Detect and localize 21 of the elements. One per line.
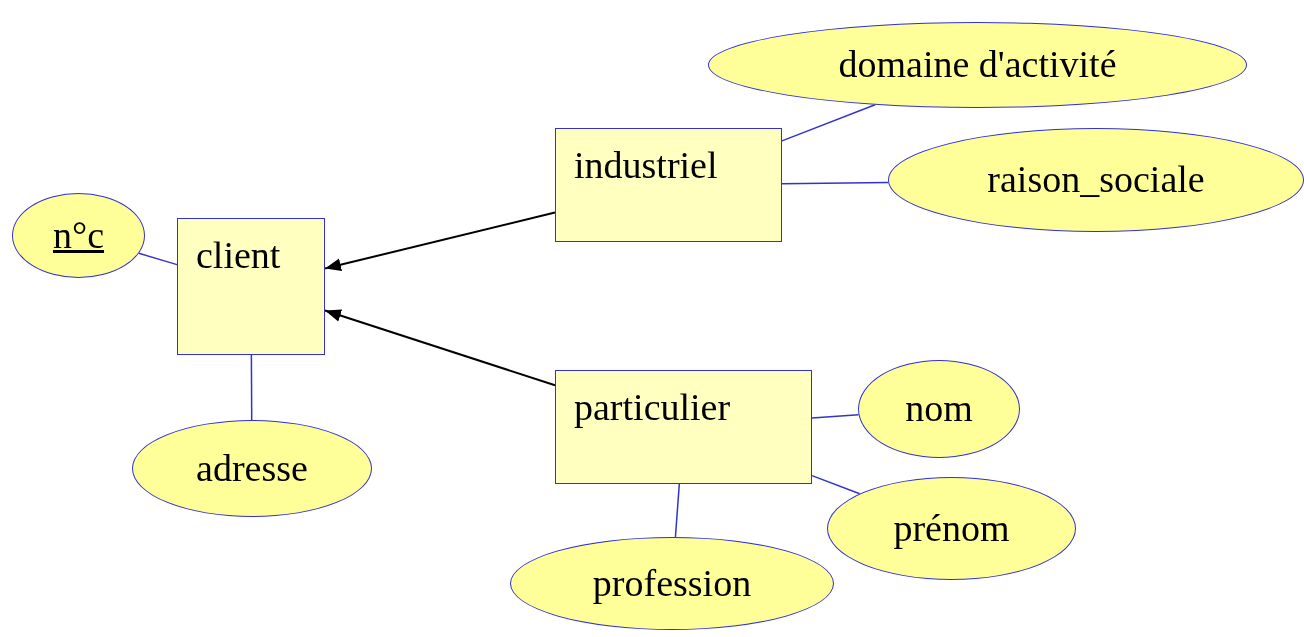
connector-line <box>811 413 860 419</box>
arrow <box>324 309 556 387</box>
entity-box <box>555 128 782 242</box>
connector-line <box>781 104 876 142</box>
attribute-name: nom <box>905 388 973 430</box>
attribute-name: domaine d'activité <box>838 44 1117 86</box>
attribute-name: raison_sociale <box>987 159 1205 201</box>
entity-name: particulier <box>574 387 731 429</box>
attribute-name: adresse <box>196 447 308 490</box>
connector-line <box>250 354 253 421</box>
connector-line <box>781 181 889 185</box>
arrow <box>324 211 556 271</box>
connector-line <box>811 474 861 495</box>
connector-line <box>674 483 681 538</box>
entity-name: client <box>196 235 281 277</box>
attribute-name: prénom <box>893 507 1010 550</box>
entity-box <box>555 370 812 484</box>
entity-name: industriel <box>574 145 718 187</box>
attribute-name: profession <box>592 562 752 605</box>
entity-box <box>177 218 325 355</box>
key-attribute-name: n°c <box>52 214 105 257</box>
